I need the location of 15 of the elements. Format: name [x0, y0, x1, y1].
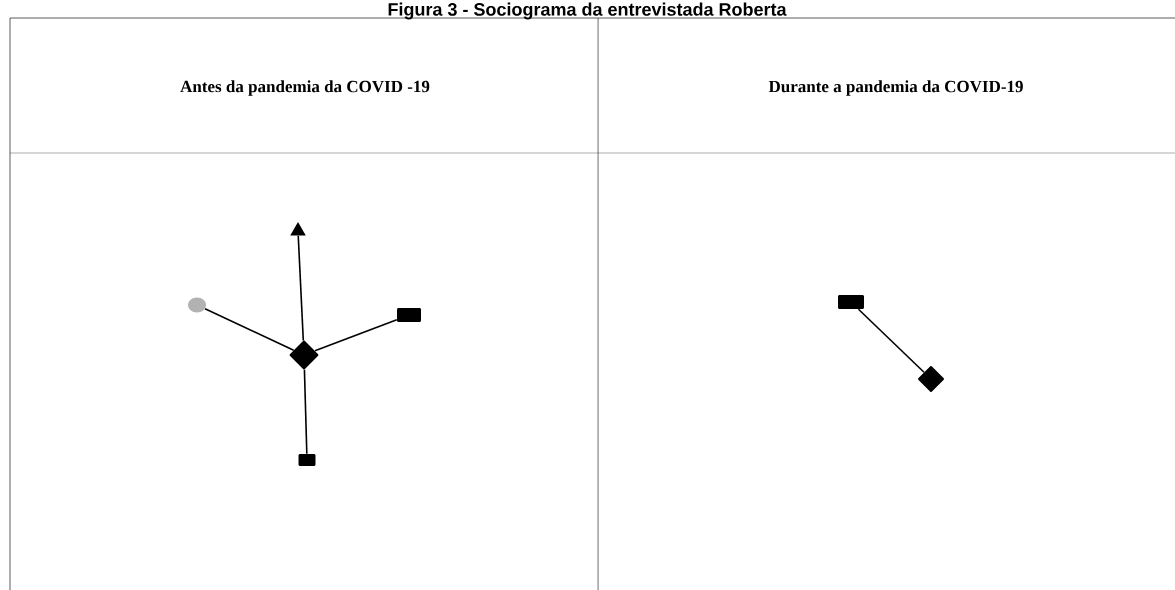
connector-line — [303, 368, 308, 455]
connector-line — [204, 307, 295, 351]
diamond-symbol — [918, 366, 945, 393]
connector-line — [314, 318, 398, 352]
column-header: Durante a pandemia da COVID-19 — [768, 80, 1023, 96]
circle-symbol — [188, 297, 206, 313]
triangle-symbol — [290, 222, 306, 236]
rectangle-symbol — [838, 295, 864, 309]
connector-line — [297, 234, 305, 342]
diamond-symbol — [289, 340, 319, 370]
column-header: Antes da pandemia da COVID -19 — [180, 80, 430, 96]
rectangle-symbol — [298, 454, 316, 466]
rectangle-symbol — [397, 308, 421, 322]
figure-title: Figura 3 - Sociograma da entrevistada Roberta — [388, 2, 787, 20]
connector-line — [857, 308, 925, 374]
